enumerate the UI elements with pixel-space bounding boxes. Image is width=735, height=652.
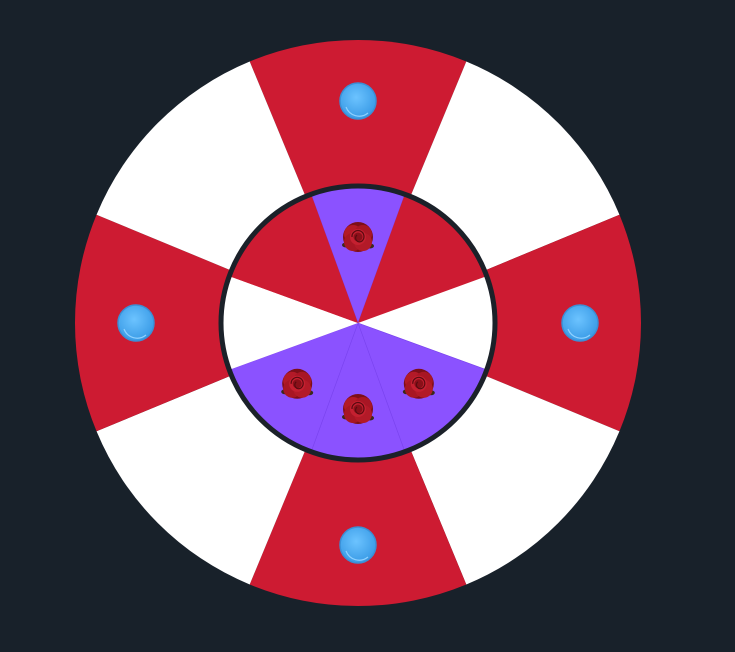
blue-token[interactable] (117, 304, 155, 342)
rose-icon[interactable] (402, 368, 435, 399)
rose-icon[interactable] (342, 222, 374, 252)
blue-token[interactable] (339, 82, 377, 120)
inner-segment-3[interactable] (358, 276, 496, 370)
inner-segment-7[interactable] (220, 276, 358, 370)
inner-circle-rim (218, 183, 498, 463)
blue-token[interactable] (339, 526, 377, 564)
rose-icon[interactable] (281, 368, 314, 399)
outer-segment-7[interactable] (74, 214, 358, 432)
token-layer (117, 82, 599, 564)
outer-segment-5[interactable] (249, 323, 467, 607)
outer-segment-1[interactable] (249, 39, 467, 323)
blue-token[interactable] (561, 304, 599, 342)
outer-segment-3[interactable] (358, 214, 642, 432)
rose-icon[interactable] (342, 394, 374, 424)
